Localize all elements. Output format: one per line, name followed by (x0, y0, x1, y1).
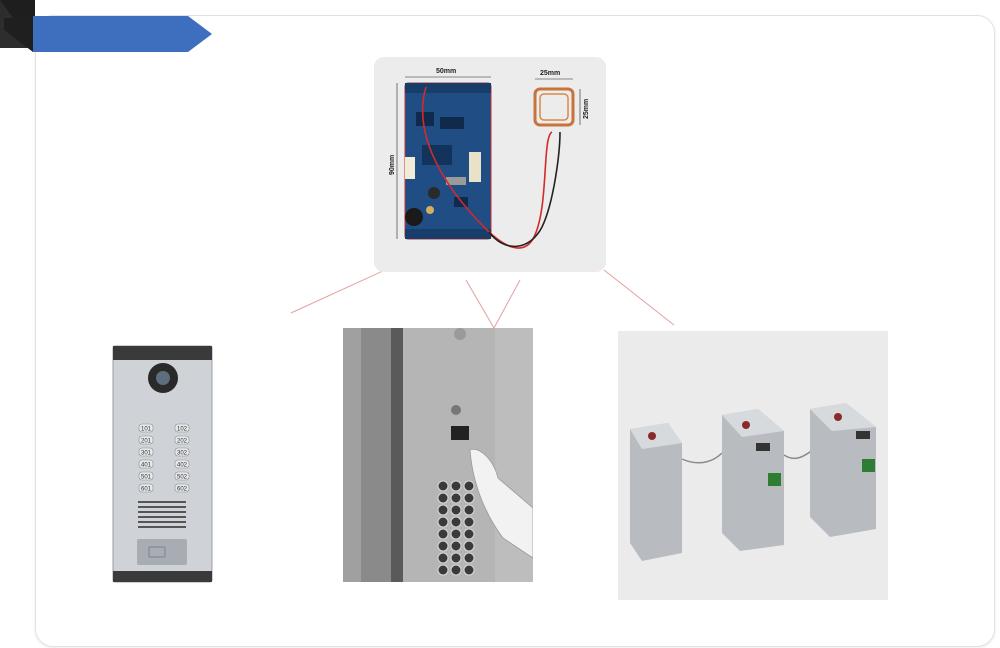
floor-button (463, 564, 475, 576)
apartment-number: 401 (141, 463, 152, 469)
floor-button (437, 540, 449, 552)
floor-button (437, 492, 449, 504)
floor-button (437, 480, 449, 492)
coil-width-label: 25mm (540, 70, 560, 77)
floor-button (463, 504, 475, 516)
card-reader-area (137, 539, 187, 565)
rfid-board-image: 50mm 90mm 25mm 25mm (374, 57, 606, 272)
apartment-button (138, 483, 154, 493)
apartment-number: 601 (141, 487, 152, 493)
floor-button (450, 480, 462, 492)
floor-button (437, 528, 449, 540)
apartment-number: 502 (177, 475, 188, 481)
floor-button (463, 540, 475, 552)
floor-button (437, 516, 449, 528)
apartment-button (138, 471, 154, 481)
apartment-number: 301 (141, 451, 152, 457)
floor-button (463, 528, 475, 540)
floor-button (437, 564, 449, 576)
apartment-keypad: 101 102 201 202 301 302 401 402 501 502 601 602 (138, 423, 190, 493)
title-banner (4, 16, 212, 52)
turnstile-gate-middle (722, 409, 784, 551)
apartment-button (174, 459, 190, 469)
apartment-button (174, 483, 190, 493)
floor-button (463, 552, 475, 564)
apartment-button (174, 447, 190, 457)
board-width-label: 50mm (436, 68, 456, 75)
apartment-button (174, 435, 190, 445)
coil-height-label: 25mm (583, 99, 590, 119)
antenna-coil (533, 87, 575, 127)
intercom-panel-photo: 101 102 201 202 301 302 401 402 501 502 601 602 (93, 333, 243, 585)
apartment-button (174, 423, 190, 433)
turnstile-gate-right (810, 403, 876, 537)
apartment-number: 101 (141, 427, 152, 433)
floor-button (463, 480, 475, 492)
floor-button (463, 492, 475, 504)
floor-button (450, 492, 462, 504)
floor-button (450, 540, 462, 552)
elevator-reader (451, 426, 469, 440)
floor-button (450, 528, 462, 540)
apartment-number: 202 (177, 439, 188, 445)
apartment-button (138, 423, 154, 433)
elevator-floor-buttons (437, 480, 475, 576)
apartment-number: 102 (177, 427, 188, 433)
apartment-number: 501 (141, 475, 152, 481)
apartment-number: 201 (141, 439, 152, 445)
apartment-number: 602 (177, 487, 188, 493)
speaker-grille (138, 501, 186, 528)
apartment-button (138, 459, 154, 469)
elevator-reader-photo (343, 328, 533, 582)
floor-button (450, 516, 462, 528)
apartment-number: 302 (177, 451, 188, 457)
apartment-button (174, 471, 190, 481)
floor-button (437, 552, 449, 564)
floor-button (450, 552, 462, 564)
floor-button (450, 564, 462, 576)
turnstile-photo (618, 331, 888, 600)
floor-button (450, 504, 462, 516)
apartment-button (138, 435, 154, 445)
turnstile-gate-left (630, 423, 682, 561)
board-height-label: 90mm (389, 155, 396, 175)
floor-button (463, 516, 475, 528)
floor-button (437, 504, 449, 516)
apartment-number: 402 (177, 463, 188, 469)
apartment-button (138, 447, 154, 457)
